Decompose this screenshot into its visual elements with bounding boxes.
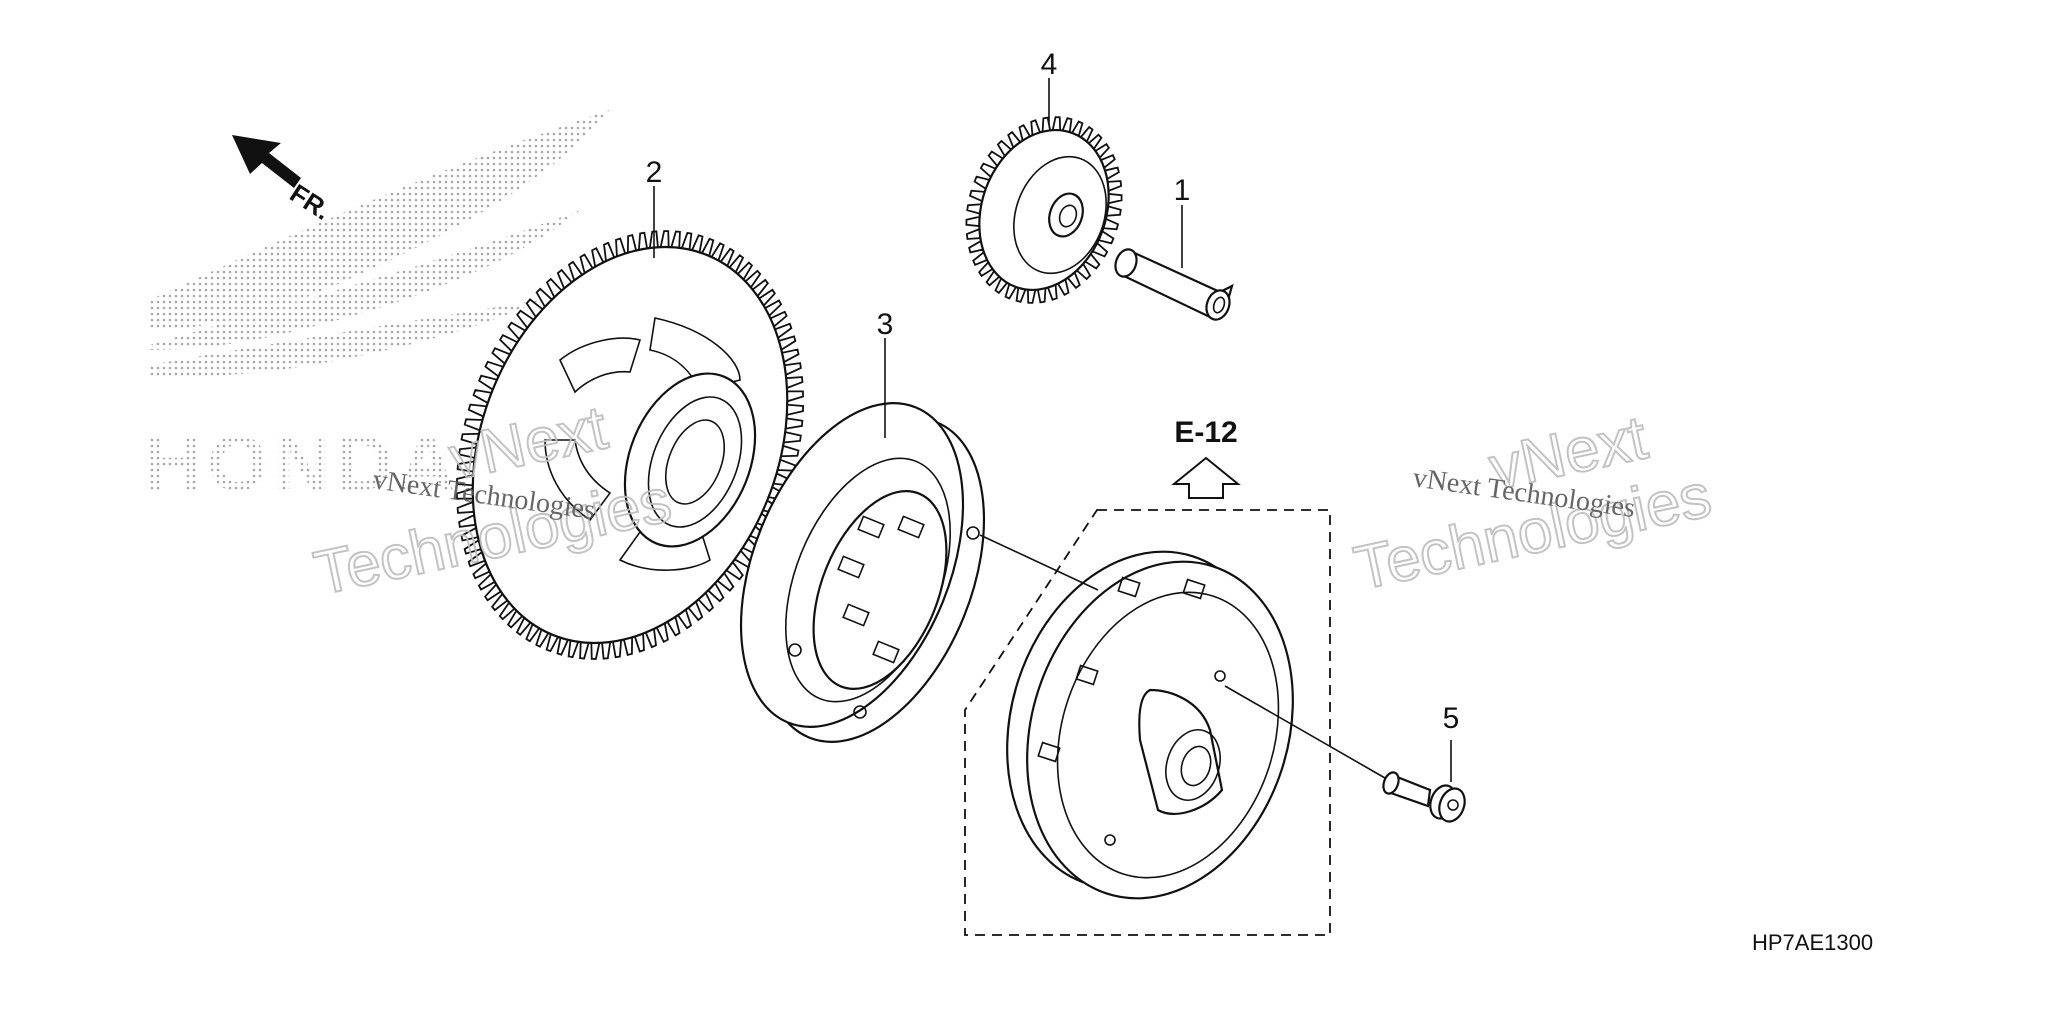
gear-shaft bbox=[1114, 248, 1234, 321]
callout-1: 1 bbox=[1174, 174, 1191, 207]
honda-wing-logo: HONDA bbox=[145, 110, 610, 507]
reduction-gear bbox=[965, 116, 1123, 304]
reference-label: E-12 bbox=[1174, 416, 1237, 449]
diagram-code: HP7AE1300 bbox=[1752, 930, 1873, 955]
callout-3: 3 bbox=[877, 308, 894, 341]
callout-4: 4 bbox=[1041, 48, 1058, 81]
assembly-reference-box bbox=[964, 509, 1331, 936]
one-way-clutch bbox=[739, 402, 986, 743]
honda-brand-watermark: HONDA bbox=[145, 419, 461, 507]
flywheel-rotor bbox=[1006, 550, 1294, 900]
callout-leaders bbox=[653, 78, 1452, 782]
up-outline-arrow-icon bbox=[1171, 456, 1241, 499]
callout-5: 5 bbox=[1443, 702, 1460, 735]
assembly-centerline bbox=[979, 534, 1386, 779]
watermark-right: vNext Technologies vNext Technologies bbox=[1348, 402, 1718, 604]
callout-2: 2 bbox=[646, 156, 663, 189]
front-direction-arrow-icon: FR. bbox=[232, 135, 336, 226]
starter-driven-gear bbox=[455, 230, 805, 660]
flange-bolt bbox=[1382, 771, 1466, 823]
